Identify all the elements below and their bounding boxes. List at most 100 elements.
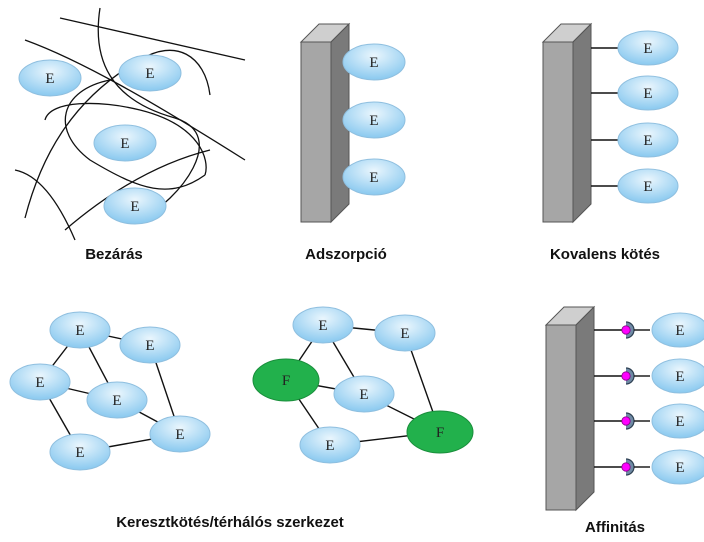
enzyme: E (651, 312, 704, 348)
affinity-ligand-icon (621, 371, 631, 381)
support-side-face (575, 305, 595, 512)
enzyme-ellipse-icon (617, 168, 679, 204)
label-entrapment: Bezárás (85, 246, 143, 263)
enzyme: E (103, 187, 167, 225)
enzyme-letter: E (359, 387, 368, 403)
enzyme-ellipse-icon (93, 124, 157, 162)
enzyme-letter: E (112, 393, 121, 409)
enzyme-letter: E (675, 323, 684, 339)
enzyme-ellipse-icon (342, 158, 406, 196)
enzyme: E (118, 54, 182, 92)
polymer-chain (59, 17, 246, 61)
support-front-face (545, 324, 577, 511)
enzyme-letter: E (120, 136, 129, 152)
enzyme-ellipse-icon (49, 433, 111, 471)
enzyme: E (617, 168, 679, 204)
enzyme-ellipse-icon (342, 101, 406, 139)
enzyme: E (93, 124, 157, 162)
enzyme: E (617, 122, 679, 158)
enzyme: E (49, 311, 111, 349)
crosslinker-ellipse-icon (406, 410, 474, 454)
enzyme-ellipse-icon (374, 314, 436, 352)
enzyme-ellipse-icon (617, 122, 679, 158)
affinity-ligand-icon (621, 416, 631, 426)
enzyme-letter: E (643, 86, 652, 102)
crosslinker: F (252, 358, 320, 402)
enzyme-letter: E (175, 427, 184, 443)
enzyme-ellipse-icon (9, 363, 71, 401)
enzyme-letter: E (35, 375, 44, 391)
enzyme: E (374, 314, 436, 352)
panel-adsorption: E E E (299, 22, 406, 224)
solid-support-block-icon (299, 22, 351, 224)
label-crosslinking: Keresztkötés/térhálós szerkezet (116, 514, 344, 531)
enzyme: E (18, 59, 82, 97)
enzyme: E (119, 326, 181, 364)
enzyme-ellipse-icon (617, 75, 679, 111)
enzyme-letter: E (75, 445, 84, 461)
support-side-face (572, 22, 592, 224)
enzyme: E (651, 403, 704, 439)
enzyme-ellipse-icon (342, 43, 406, 81)
enzyme-letter: E (318, 318, 327, 334)
enzyme: E (49, 433, 111, 471)
enzyme: E (617, 75, 679, 111)
enzyme-ellipse-icon (119, 326, 181, 364)
enzyme-letter: E (369, 113, 378, 129)
crosslinker-letter: F (282, 373, 290, 389)
enzyme-ellipse-icon (617, 30, 679, 66)
affinity-ligand-icon (621, 462, 631, 472)
enzyme-letter: E (45, 71, 54, 87)
label-affinity: Affinitás (585, 519, 645, 536)
enzyme-ellipse-icon (333, 375, 395, 413)
polymer-chain (24, 39, 246, 161)
enzyme-letter: E (675, 414, 684, 430)
enzyme-ellipse-icon (86, 381, 148, 419)
polymer-chain (64, 79, 206, 190)
polymer-chain (14, 169, 76, 241)
enzyme-ellipse-icon (651, 312, 704, 348)
enzyme-ellipse-icon (18, 59, 82, 97)
affinity-ligand-icon (621, 325, 631, 335)
enzyme-ellipse-icon (299, 426, 361, 464)
enzyme: E (86, 381, 148, 419)
enzyme-ellipse-icon (118, 54, 182, 92)
enzyme-ellipse-icon (651, 449, 704, 485)
enzyme: E (292, 306, 354, 344)
enzyme: E (333, 375, 395, 413)
solid-support-block-icon (541, 22, 593, 224)
enzyme-letter: E (75, 323, 84, 339)
enzyme-letter: E (643, 133, 652, 149)
enzyme-letter: E (145, 338, 154, 354)
enzyme: E (149, 415, 211, 453)
enzyme-letter: E (145, 66, 154, 82)
support-front-face (300, 41, 332, 223)
enzyme-ellipse-icon (103, 187, 167, 225)
panel-covalent: E E E E (541, 22, 679, 224)
enzyme-letter: E (130, 199, 139, 215)
solid-support-block-icon (544, 305, 596, 512)
crosslinker-letter: F (436, 425, 444, 441)
enzyme-ellipse-icon (149, 415, 211, 453)
enzyme-letter: E (369, 170, 378, 186)
label-covalent: Kovalens kötés (549, 246, 661, 263)
enzyme: E (9, 363, 71, 401)
enzyme-ellipse-icon (651, 358, 704, 394)
crosslinker: F (406, 410, 474, 454)
enzyme-letter: E (400, 326, 409, 342)
polymer-chain (44, 102, 207, 176)
enzyme-letter: E (643, 179, 652, 195)
enzyme-ellipse-icon (651, 403, 704, 439)
crosslinker-ellipse-icon (252, 358, 320, 402)
enzyme-letter: E (675, 369, 684, 385)
polymer-network (14, 7, 246, 241)
enzyme: E (617, 30, 679, 66)
enzyme-letter: E (369, 55, 378, 71)
enzyme-ellipse-icon (49, 311, 111, 349)
enzyme: E (651, 358, 704, 394)
enzyme-ellipse-icon (292, 306, 354, 344)
